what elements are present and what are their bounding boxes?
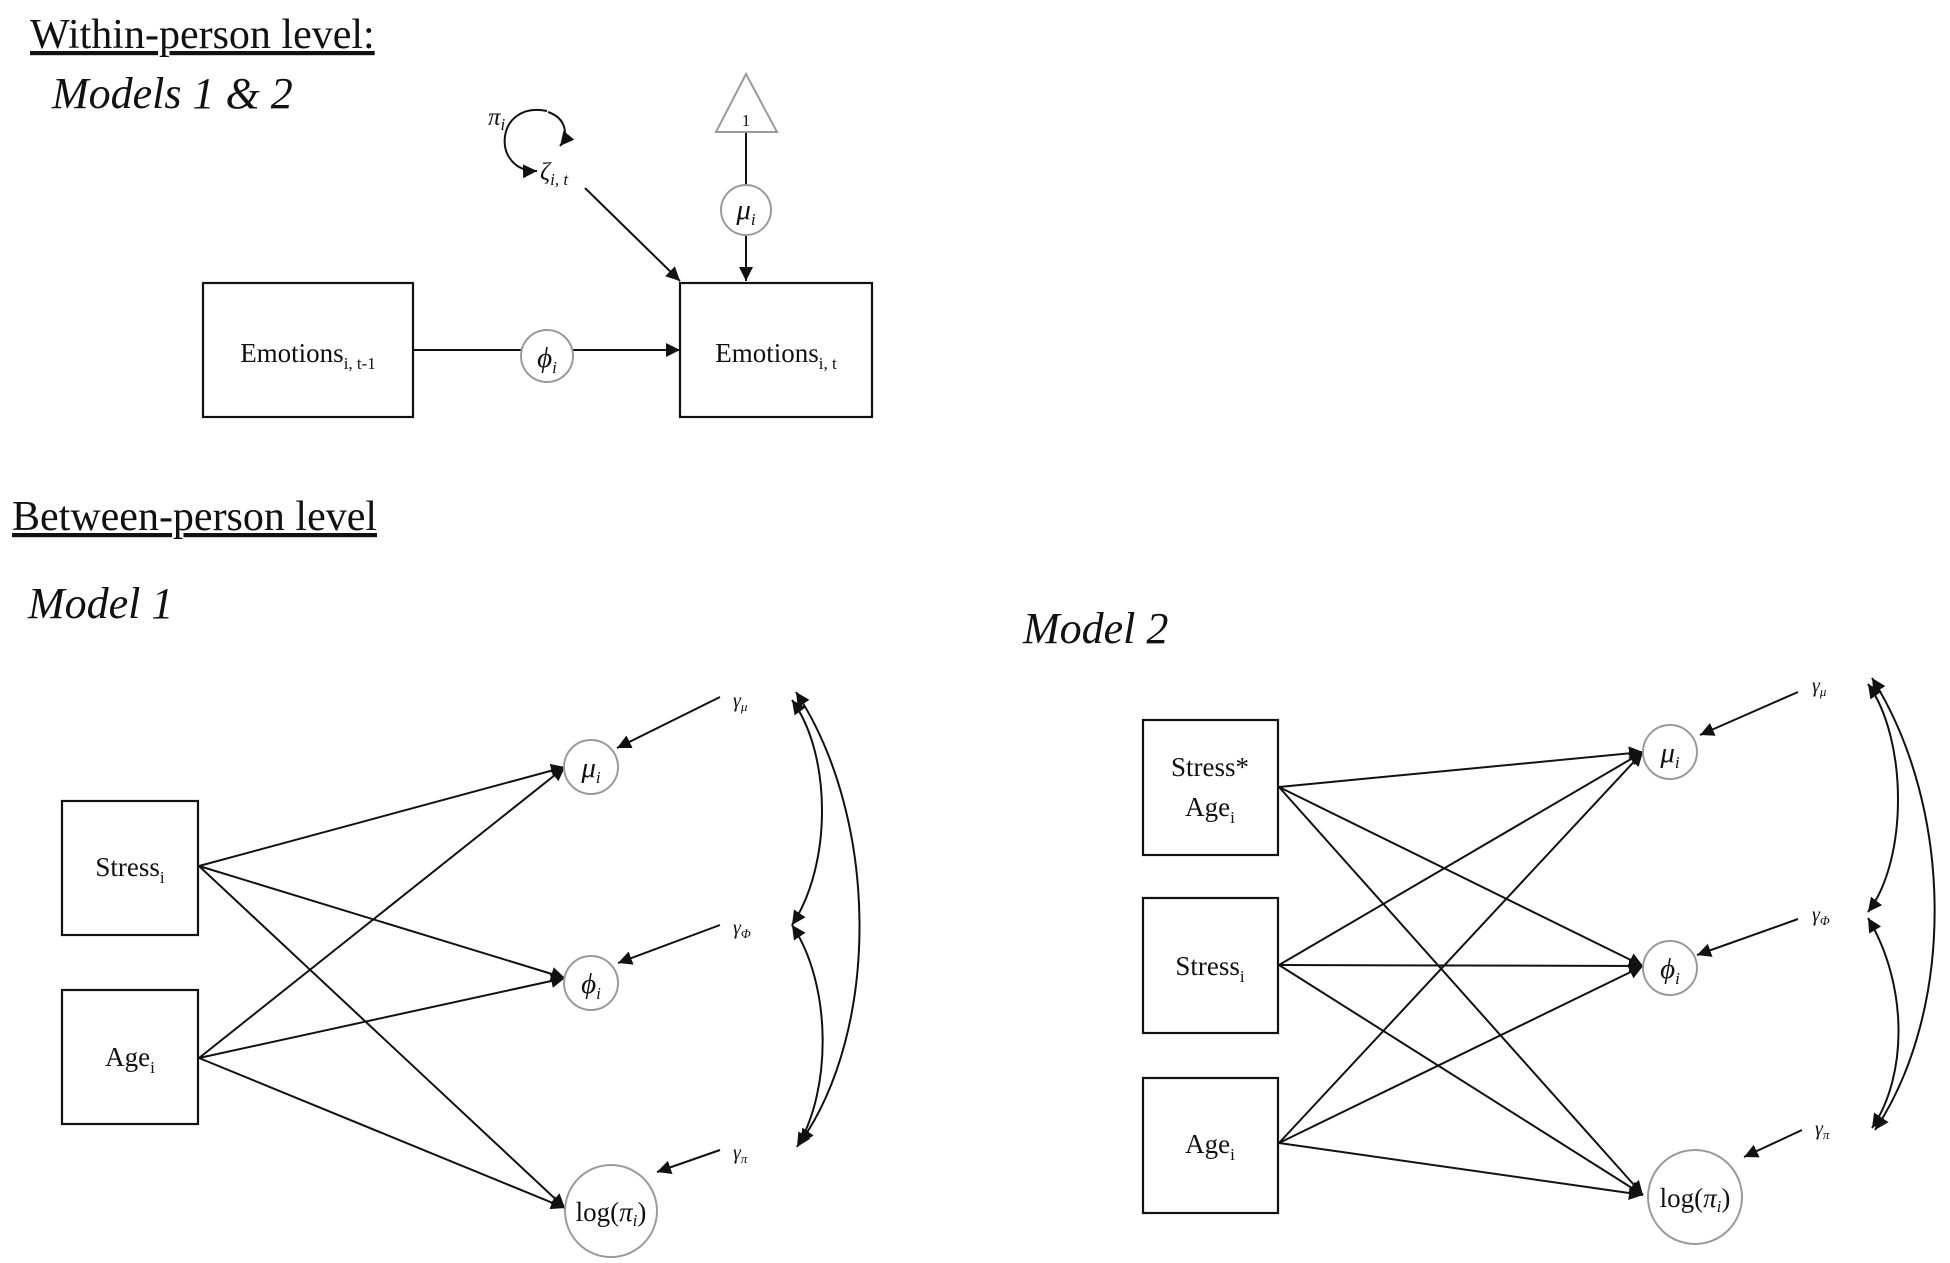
edge-m2-gamma-mu	[1699, 691, 1799, 736]
within-model-label: Models 1 & 2	[51, 69, 293, 118]
edge-m2-stress-logpi	[1278, 964, 1644, 1196]
edge-m2-age-logpi	[1278, 1142, 1644, 1200]
arc-m1-mu-phi	[791, 699, 823, 926]
within-section: Within-person level: Models 1 & 2 Emotio…	[30, 12, 874, 419]
label-m2-logpi: log(πi)	[1660, 1183, 1731, 1216]
edge-m2-gamma-phi	[1696, 918, 1799, 957]
box-m1-stress	[60, 799, 200, 937]
label-m2-gamma-mu: γμ	[1812, 675, 1827, 699]
edge-m1-gamma-pi	[656, 1149, 721, 1174]
label-m2-age: Agei	[1185, 1129, 1235, 1164]
label-emotions-prev: Emotionsi, t-1	[240, 338, 376, 373]
box-m2-age	[1141, 1076, 1280, 1215]
node-m2-logpi	[1647, 1149, 1743, 1245]
edge-m1-age-logpi	[198, 1057, 566, 1210]
edge-m2-gamma-pi	[1743, 1129, 1803, 1158]
label-m2-stressage-line2: Agei	[1185, 792, 1235, 827]
label-phi-within: ϕi	[537, 342, 557, 377]
edge-m2-age-phi	[1278, 965, 1644, 1144]
arc-m2-mu-pi	[1871, 677, 1936, 1131]
box-m2-stressage	[1141, 718, 1280, 857]
box-m2-stress	[1141, 896, 1280, 1035]
within-heading: Within-person level:	[30, 12, 375, 58]
edge-m2-stress-mu	[1278, 751, 1644, 966]
node-m1-phi	[563, 955, 619, 1011]
label-m2-gamma-phi: γΦ	[1812, 904, 1830, 928]
edge-m2-age-mu	[1278, 751, 1644, 1144]
node-constant-one	[714, 71, 779, 133]
model1-label: Model 1	[27, 579, 173, 628]
node-m1-mu	[563, 739, 619, 795]
edge-m2-stressage-mu	[1278, 746, 1644, 788]
arc-m1-mu-pi	[795, 691, 861, 1144]
model1-diagram: Model 1 Stressi Agei μi ϕi log(πi) γμ γΦ…	[27, 579, 861, 1258]
edge-m2-stress-phi	[1278, 958, 1644, 973]
label-zeta: ζi, t	[540, 159, 569, 189]
label-emotions-curr: Emotionsi, t	[715, 338, 837, 373]
edge-m2-stressage-phi	[1278, 786, 1644, 967]
node-phi-within	[520, 329, 574, 383]
label-m2-mu: μi	[1659, 737, 1680, 772]
model2-diagram: Model 2 Stress* Agei Stressi Agei μi ϕi	[1022, 604, 1936, 1245]
edge-pi-loop	[503, 108, 548, 179]
node-m2-mu	[1642, 724, 1698, 780]
label-m2-stressage-line1: Stress*	[1171, 752, 1249, 782]
model2-label: Model 2	[1022, 604, 1168, 653]
between-section: Between-person level	[12, 494, 377, 540]
label-constant-one: 1	[742, 111, 751, 130]
edge-m1-gamma-phi	[617, 924, 721, 965]
label-m2-stress: Stressi	[1175, 951, 1245, 986]
edge-m1-age-phi	[198, 974, 566, 1059]
edge-m1-gamma-mu	[616, 696, 721, 749]
edge-m1-age-mu	[198, 766, 566, 1059]
label-m1-age: Agei	[105, 1042, 155, 1077]
arc-m2-phi-pi	[1867, 917, 1900, 1129]
between-heading: Between-person level	[12, 494, 377, 540]
label-mu-within: μi	[735, 194, 756, 229]
label-m1-gamma-phi: γΦ	[733, 917, 751, 941]
label-m1-logpi: log(πi)	[576, 1197, 647, 1230]
label-m1-mu: μi	[580, 752, 601, 787]
edge-m1-stress-mu	[198, 763, 566, 867]
label-m2-phi: ϕi	[1660, 953, 1680, 988]
box-m1-age	[60, 988, 200, 1126]
label-m2-gamma-pi: γπ	[1815, 1118, 1830, 1142]
box-emotions-prev	[201, 281, 415, 419]
label-m1-gamma-pi: γπ	[733, 1142, 748, 1166]
label-m1-gamma-mu: γμ	[733, 690, 748, 714]
edge-m1-stress-phi	[198, 865, 566, 981]
label-pi-within: πi	[488, 104, 506, 134]
node-mu-within	[720, 184, 772, 236]
label-m1-stress: Stressi	[95, 852, 165, 887]
edge-m1-stress-logpi	[198, 865, 566, 1209]
box-emotions-curr	[678, 281, 874, 419]
node-m2-phi	[1642, 940, 1698, 996]
edge-pi-loop-head	[547, 111, 575, 147]
edge-m2-stressage-logpi	[1278, 786, 1644, 1196]
arc-m1-phi-pi	[791, 924, 824, 1148]
node-m1-logpi	[564, 1164, 658, 1258]
edge-zeta-to-curr	[584, 187, 681, 282]
label-m1-phi: ϕi	[581, 968, 601, 1003]
